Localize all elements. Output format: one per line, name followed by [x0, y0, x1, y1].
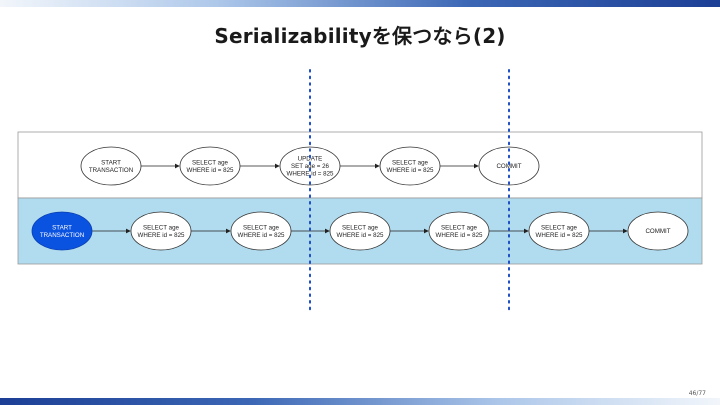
node-label: WHERE id = 825 — [238, 232, 285, 239]
node-label: SELECT age — [342, 224, 379, 231]
node-label: SELECT age — [441, 224, 478, 231]
node-label: START — [52, 224, 72, 231]
node-label: TRANSACTION — [89, 167, 133, 174]
node-label: START — [101, 159, 121, 166]
bottom-lane-node-7: COMMIT — [627, 211, 689, 251]
slide-title: Serializabilityを保つなら(2) — [214, 24, 506, 48]
node-label: WHERE id = 825 — [138, 232, 185, 239]
node-label: WHERE id = 825 — [436, 232, 483, 239]
node-label: SELECT age — [143, 224, 180, 231]
node-label: WHERE id = 825 — [287, 171, 334, 178]
node-label: WHERE id = 825 — [387, 167, 434, 174]
top-gradient-bar — [0, 0, 720, 7]
node-label: WHERE id = 825 — [536, 232, 583, 239]
node-label: SELECT age — [192, 159, 229, 166]
node-label: SELECT age — [392, 159, 429, 166]
page-number: 46/77 — [688, 390, 706, 397]
node-label: COMMIT — [645, 228, 670, 235]
node-label: WHERE id = 825 — [187, 167, 234, 174]
node-label: SELECT age — [541, 224, 578, 231]
bottom-gradient-bar — [0, 398, 720, 405]
top-lane-node-5: COMMIT — [478, 146, 540, 186]
node-label: COMMIT — [496, 163, 521, 170]
node-label: SET age = 26 — [291, 163, 329, 170]
node-label: WHERE id = 825 — [337, 232, 384, 239]
node-label: TRANSACTION — [40, 232, 84, 239]
node-label: SELECT age — [243, 224, 280, 231]
node-label: UPDATE — [298, 156, 323, 163]
